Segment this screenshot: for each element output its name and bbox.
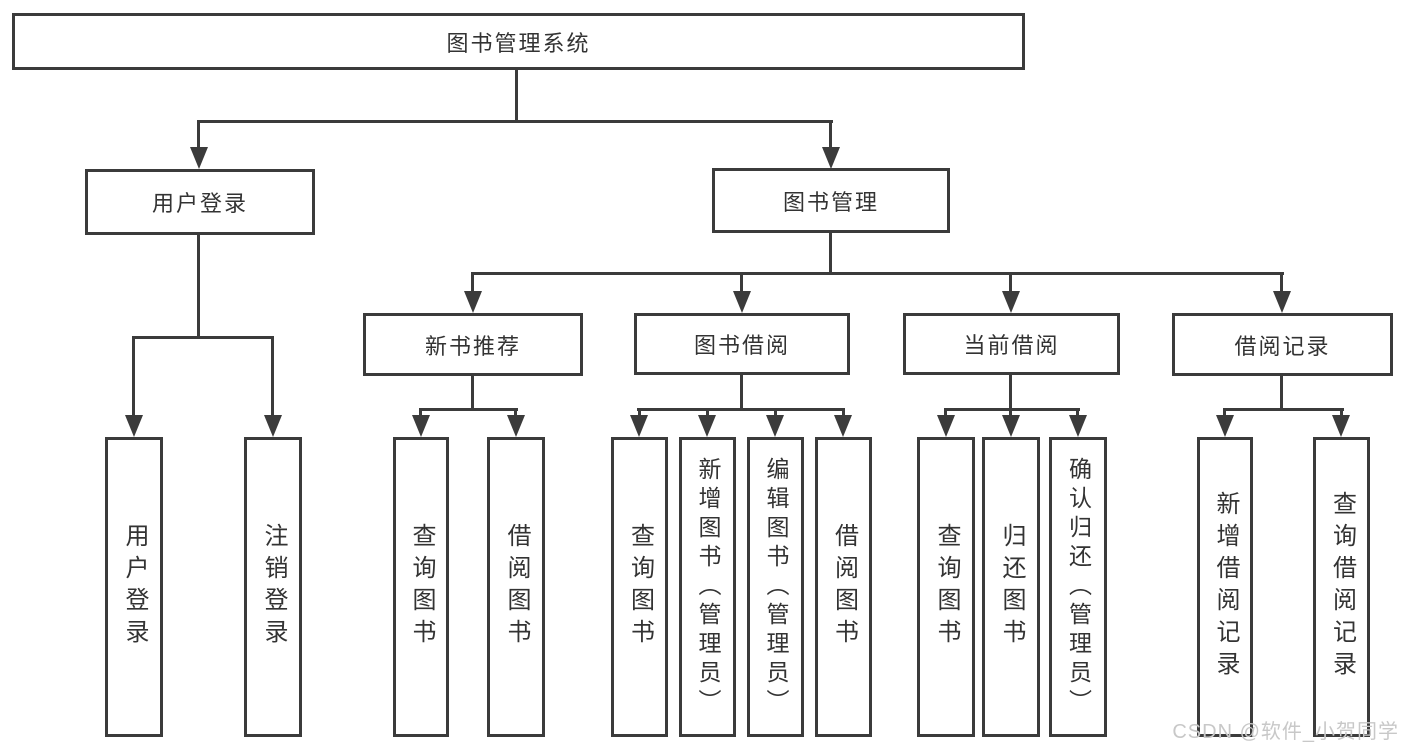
leaf-label: 新增图书（管理员） (695, 456, 721, 718)
arrow-down-icon (1273, 291, 1291, 313)
leaf-borrow-books-borrowing: 借阅图书 (815, 437, 872, 737)
connector-line (197, 120, 833, 123)
arrow-down-icon (822, 147, 840, 169)
arrow-down-icon (630, 415, 648, 437)
leaf-add-borrow-record: 新增借阅记录 (1197, 437, 1253, 737)
connector-line (197, 120, 200, 149)
connector-line (514, 408, 517, 417)
node-label: 图书借阅 (693, 333, 790, 358)
arrow-down-icon (125, 415, 143, 437)
leaf-label: 借阅图书 (830, 523, 858, 651)
connector-line (774, 408, 777, 417)
connector-line (471, 272, 1284, 275)
arrow-down-icon (507, 415, 525, 437)
connector-line (132, 336, 274, 339)
leaf-add-books-admin: 新增图书（管理员） (679, 437, 736, 737)
connector-line (1009, 408, 1012, 417)
connector-line (419, 408, 422, 417)
node-label: 用户登录 (151, 191, 248, 216)
connector-line (197, 235, 200, 336)
connector-line (1280, 272, 1283, 293)
arrow-down-icon (766, 415, 784, 437)
arrow-down-icon (412, 415, 430, 437)
leaf-label: 确认归还（管理员） (1065, 456, 1092, 718)
arrow-down-icon (1002, 291, 1020, 313)
leaf-logout: 注销登录 (244, 437, 302, 737)
connector-line (515, 70, 518, 120)
leaf-label: 查询借阅记录 (1328, 491, 1356, 683)
node-label: 图书管理 (782, 189, 879, 215)
connector-line (637, 408, 845, 411)
leaf-query-books-current: 查询图书 (917, 437, 975, 737)
leaf-label: 查询图书 (626, 523, 654, 651)
leaf-query-books-recommend: 查询图书 (393, 437, 449, 737)
leaf-user-login: 用户登录 (105, 437, 163, 737)
leaf-label: 查询图书 (408, 523, 435, 651)
arrow-down-icon (464, 291, 482, 313)
node-borrowing-records: 借阅记录 (1172, 313, 1393, 376)
leaf-query-borrow-record: 查询借阅记录 (1313, 437, 1370, 737)
connector-line (740, 375, 743, 408)
leaf-label: 注销登录 (260, 523, 287, 651)
arrow-down-icon (1069, 415, 1087, 437)
arrow-down-icon (698, 415, 716, 437)
arrow-down-icon (733, 291, 751, 313)
leaf-edit-books-admin: 编辑图书（管理员） (747, 437, 804, 737)
arrow-down-icon (1002, 415, 1020, 437)
leaf-borrow-books-recommend: 借阅图书 (487, 437, 545, 737)
connector-line (471, 376, 474, 408)
arrow-down-icon (190, 147, 208, 169)
connector-line (1009, 272, 1012, 293)
node-current-borrowing: 当前借阅 (903, 313, 1120, 375)
node-label: 新书推荐 (424, 333, 521, 359)
node-label: 图书管理系统 (446, 30, 591, 56)
connector-line (1076, 408, 1079, 417)
node-new-book-recommendation: 新书推荐 (363, 313, 583, 376)
node-book-borrowing: 图书借阅 (634, 313, 850, 375)
leaf-confirm-return-admin: 确认归还（管理员） (1049, 437, 1107, 737)
connector-line (706, 408, 709, 417)
leaf-return-books: 归还图书 (982, 437, 1040, 737)
leaf-label: 用户登录 (121, 523, 148, 651)
arrow-down-icon (1216, 415, 1234, 437)
connector-line (842, 408, 845, 417)
connector-line (419, 408, 518, 411)
leaf-label: 查询图书 (933, 523, 960, 651)
connector-line (829, 233, 832, 272)
node-library-management-system: 图书管理系统 (12, 13, 1025, 70)
connector-line (271, 336, 274, 416)
leaf-query-books-borrowing: 查询图书 (611, 437, 668, 737)
connector-line (829, 120, 832, 149)
connector-line (944, 408, 1080, 411)
leaf-label: 归还图书 (998, 523, 1025, 651)
connector-line (1280, 376, 1283, 408)
connector-line (944, 408, 947, 417)
connector-line (1223, 408, 1226, 417)
leaf-label: 编辑图书（管理员） (763, 456, 789, 718)
node-user-login: 用户登录 (85, 169, 315, 235)
connector-line (1223, 408, 1344, 411)
node-label: 借阅记录 (1234, 333, 1331, 359)
node-book-management: 图书管理 (712, 168, 950, 233)
leaf-label: 新增借阅记录 (1212, 491, 1239, 683)
arrow-down-icon (834, 415, 852, 437)
arrow-down-icon (264, 415, 282, 437)
node-label: 当前借阅 (963, 333, 1060, 358)
arrow-down-icon (937, 415, 955, 437)
connector-line (1340, 408, 1343, 417)
connector-line (638, 408, 641, 417)
connector-line (740, 272, 743, 293)
leaf-label: 借阅图书 (503, 523, 530, 651)
connector-line (132, 336, 135, 416)
connector-line (1009, 375, 1012, 408)
csdn-watermark: CSDN @软件_小贺同学 (1172, 721, 1399, 743)
arrow-down-icon (1332, 415, 1350, 437)
connector-line (471, 272, 474, 293)
